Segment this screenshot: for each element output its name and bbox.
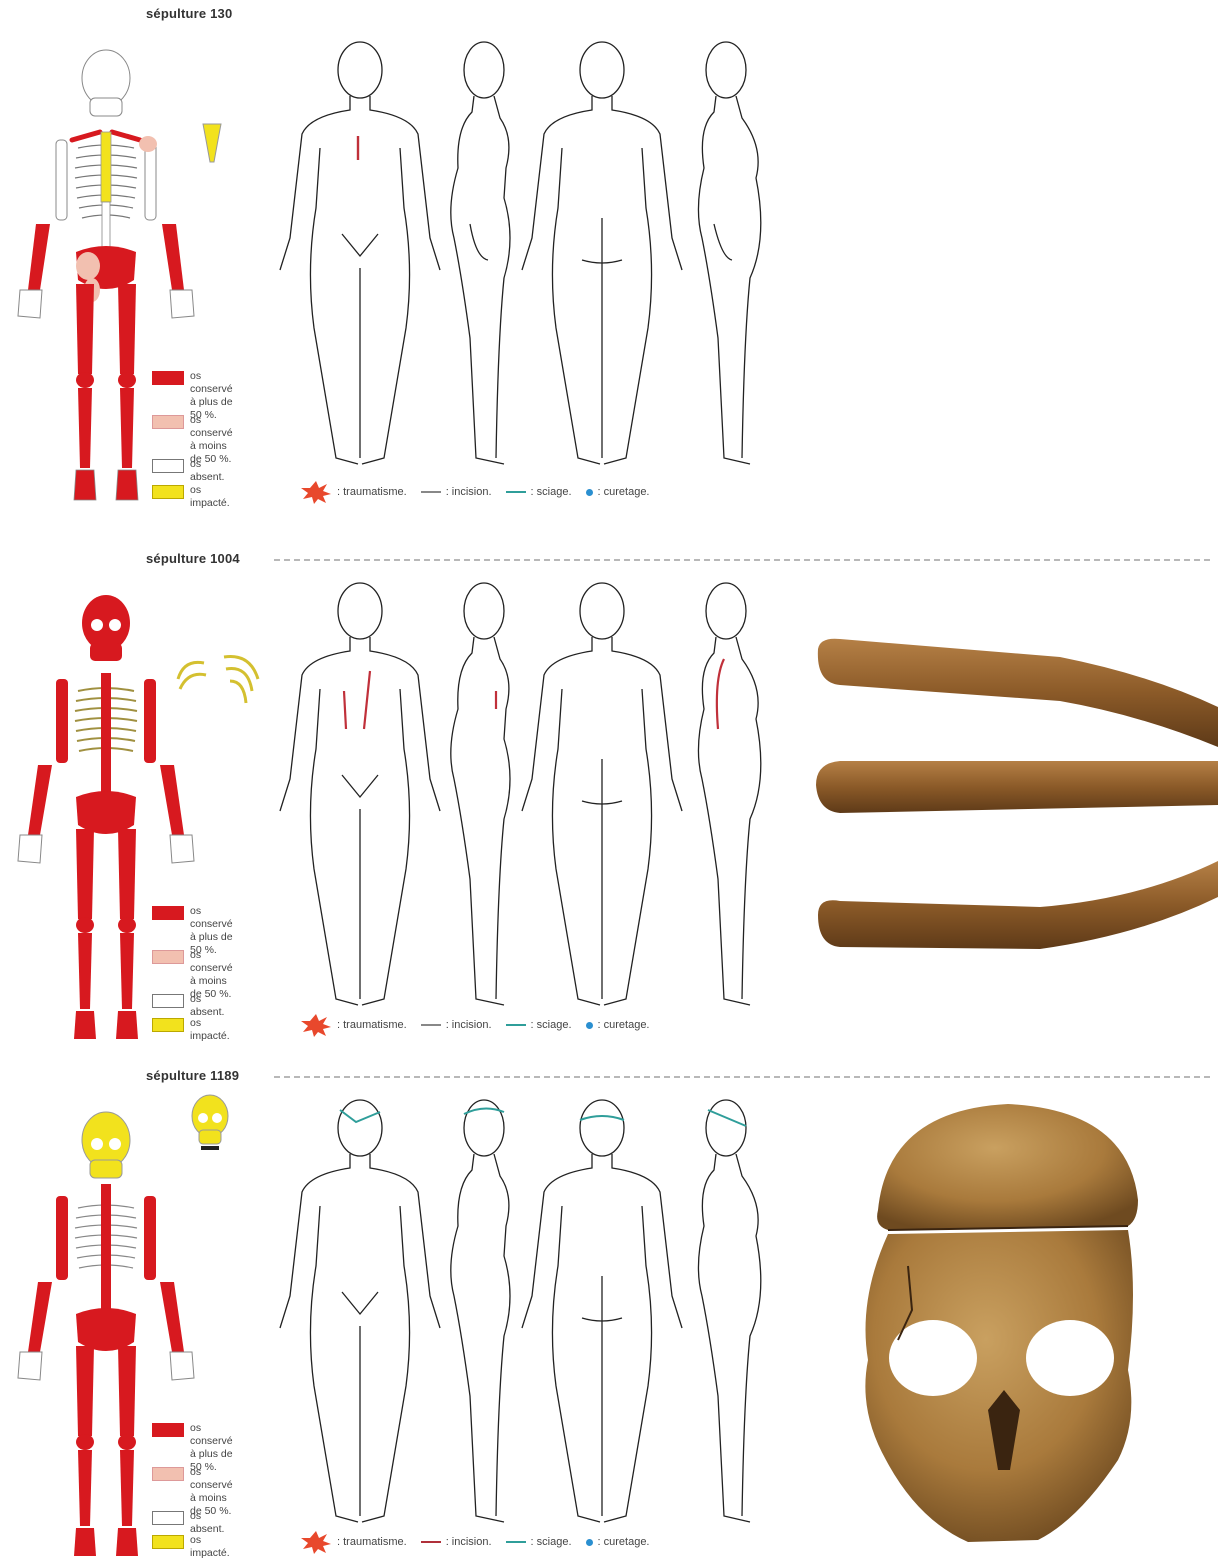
lesion-key: : traumatisme. : incision. : sciage. : c… [300,480,664,504]
hands [18,835,194,863]
pelvis [76,1308,136,1351]
key-curettage-label: : curetage. [598,1019,650,1031]
silhouette-side [451,42,510,464]
incision-line-icon [421,1024,441,1026]
skull [82,595,130,661]
key-sawing-label: : sciage. [531,1536,572,1548]
sawing-mark [340,1110,380,1122]
pelvis [76,791,136,834]
key-sawing-label: : sciage. [531,486,572,498]
key-incision-label: : incision. [446,1536,492,1548]
body-silhouettes [270,1096,780,1526]
ribs-impacted-icon [174,649,264,709]
legend-label: os impacté. [190,1534,230,1560]
sawing-line-icon [506,1541,526,1543]
legs [76,284,136,468]
incision-mark [344,671,370,729]
legs [74,1346,138,1556]
vertebra-icon [200,122,224,164]
sawing-mark [708,1110,746,1126]
legend-label: os absent. [190,1510,224,1536]
swatch-conserved-more [152,371,184,385]
key-incision-label: : incision. [446,1019,492,1031]
panel-sepulture-1004: sépulture 1004 [0,545,1218,1045]
swatch-impacted [152,485,184,499]
panel-title: sépulture 130 [146,6,232,21]
curettage-dot-icon [586,1539,593,1546]
key-curettage-label: : curetage. [598,1536,650,1548]
sawing-mark [464,1108,504,1114]
panel-title: sépulture 1189 [146,1068,239,1083]
legs [74,829,138,1039]
curettage-dot-icon [586,1022,593,1029]
incision-mark [717,659,724,729]
panel-title: sépulture 1004 [146,551,240,566]
swatch-conserved-less [152,415,184,429]
divider [274,559,1210,561]
key-sawing-label: : sciage. [531,1019,572,1031]
key-incision-label: : incision. [446,486,492,498]
ribs-photo [810,635,1218,965]
feet [74,470,138,500]
starburst-icon [300,480,332,504]
hands [18,1352,194,1380]
spine-lower [102,202,110,248]
key-trauma-label: : traumatisme. [337,486,407,498]
calotte [877,1104,1138,1230]
silhouette-side-right [698,42,760,464]
key-curettage-label: : curetage. [598,486,650,498]
legend-label: os impacté. [190,1017,230,1043]
silhouette-front [280,42,440,464]
legend-label: os absent. [190,993,224,1019]
legend-label: os impacté. [190,484,230,510]
lesion-key: : traumatisme. : incision. : sciage. : c… [300,1530,664,1554]
panel-sepulture-1189: sépulture 1189 os [0,1062,1218,1555]
sawing-line-icon [506,1024,526,1026]
sawing-mark [580,1116,624,1120]
skull [82,50,130,116]
skull-photo [838,1090,1168,1550]
starburst-icon [300,1530,332,1554]
skull-impacted-icon [190,1094,230,1152]
key-trauma-label: : traumatisme. [337,1019,407,1031]
incision-line-icon [421,491,441,493]
key-trauma-label: : traumatisme. [337,1536,407,1548]
shoulder [139,136,157,152]
divider [274,1076,1210,1078]
body-silhouettes [270,38,780,468]
spine-impacted [101,132,111,202]
incision-line-icon [421,1541,441,1543]
sawing-line-icon [506,491,526,493]
legend-label: os absent. [190,458,224,484]
lesion-key: : traumatisme. : incision. : sciage. : c… [300,1013,664,1037]
hands [18,290,194,318]
silhouette-back [522,42,682,464]
panel-sepulture-130: sépulture 130 [0,0,1218,520]
swatch-absent [152,459,184,473]
body-silhouettes [270,579,780,1009]
curettage-dot-icon [586,489,593,496]
starburst-icon [300,1013,332,1037]
skull [82,1112,130,1178]
